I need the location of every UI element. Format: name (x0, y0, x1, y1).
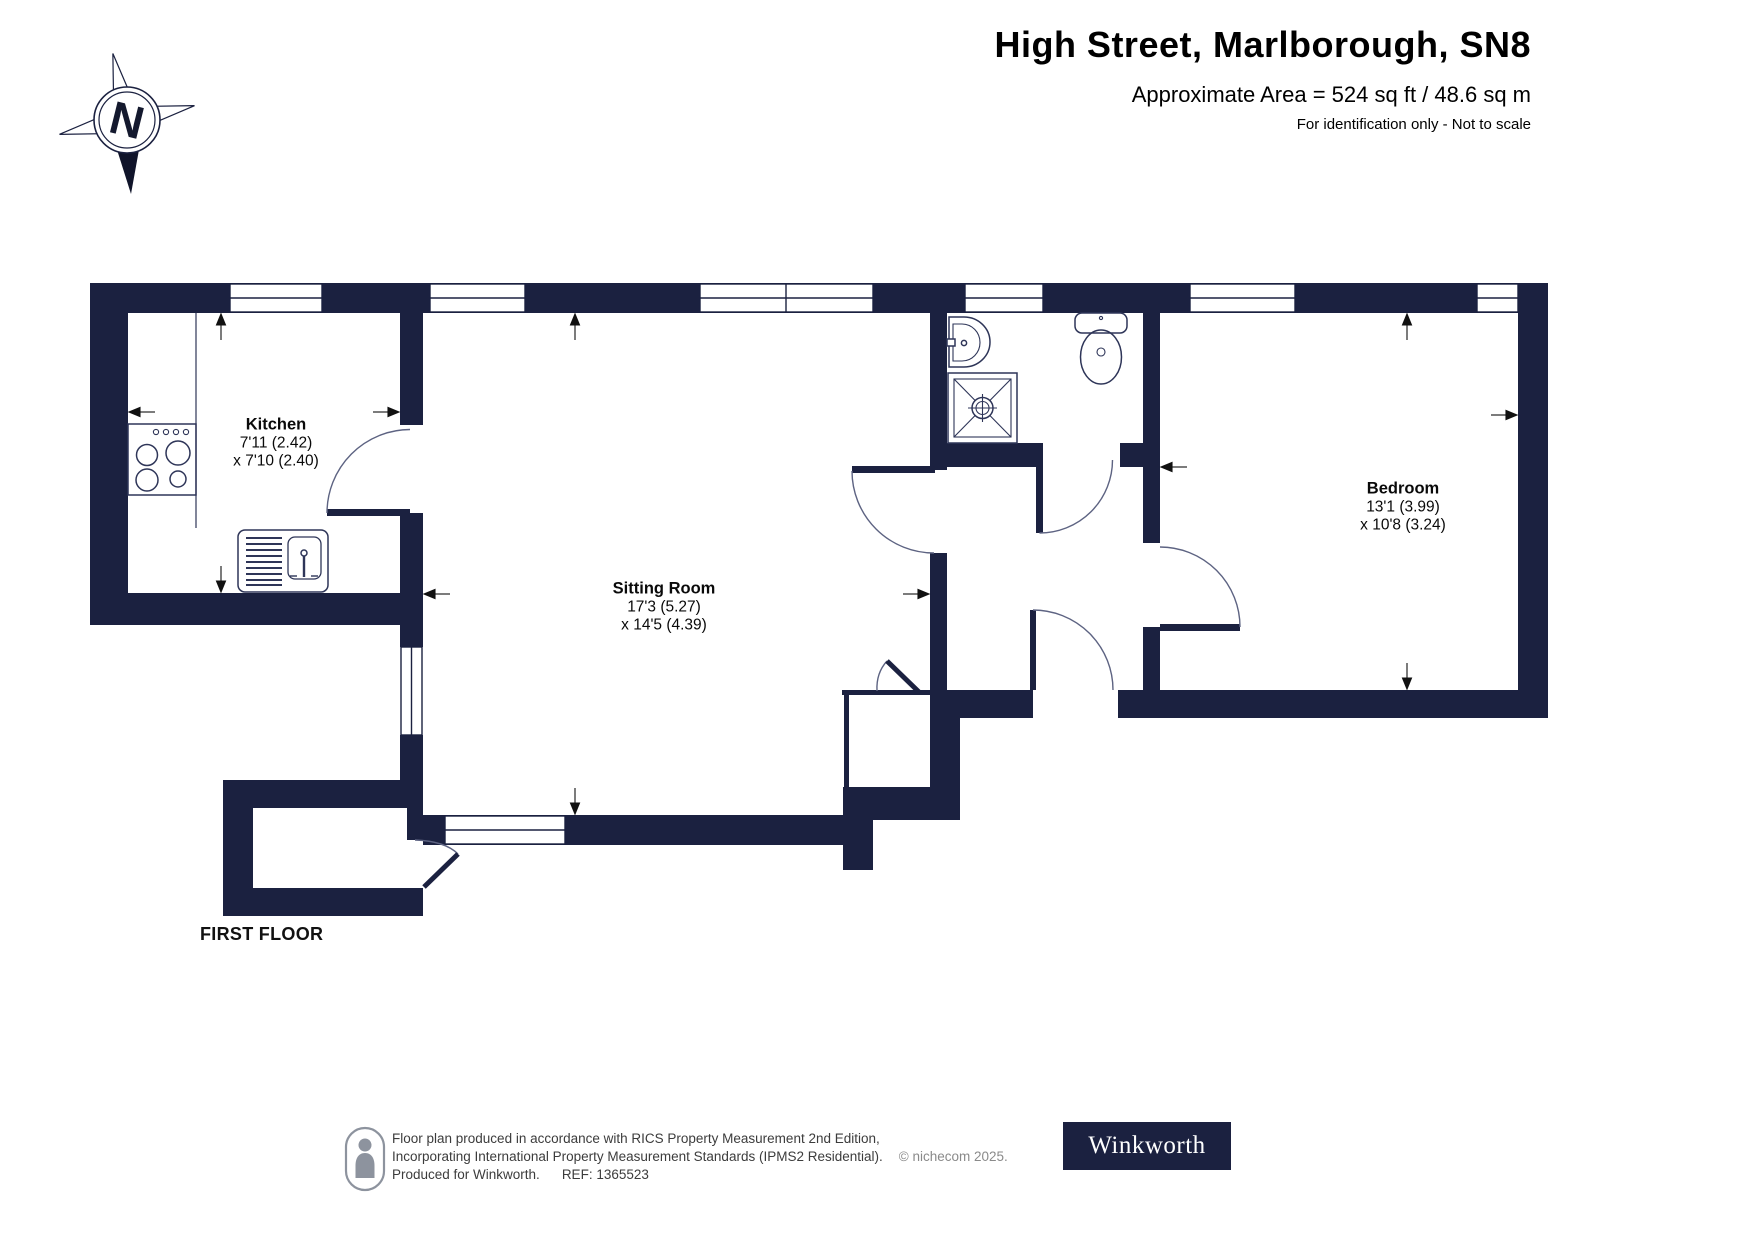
disclaimer-line-2: Incorporating International Property Mea… (392, 1149, 1008, 1164)
window (1189, 283, 1296, 313)
dimension-arrow (215, 566, 227, 594)
door-arcs (326, 428, 1241, 855)
room-label-sitting-room: Sitting Room 17'3 (5.27) x 14'5 (4.39) (612, 579, 716, 634)
dimension-arrow (1491, 409, 1519, 421)
floor-label: FIRST FLOOR (200, 924, 324, 944)
window (1476, 283, 1519, 313)
dimension-arrows (127, 312, 1519, 816)
sink-icon (237, 529, 329, 593)
page-title: High Street, Marlborough, SN8 (994, 24, 1531, 65)
area-text: Approximate Area = 524 sq ft / 48.6 sq m (1131, 82, 1531, 107)
door-arc (1159, 546, 1241, 628)
window (964, 283, 1044, 313)
dimension-arrow (127, 406, 155, 418)
window (429, 283, 526, 313)
dimension-arrow (569, 788, 581, 816)
north-compass-icon: N (59, 53, 195, 194)
dimension-arrow (1401, 663, 1413, 691)
dimension-arrow (1159, 461, 1187, 473)
disclaimer-line-1: Floor plan produced in accordance with R… (392, 1131, 880, 1146)
door-arc (414, 839, 459, 855)
title-block: High Street, Marlborough, SN8 Approximat… (994, 24, 1531, 133)
window (400, 646, 423, 736)
room-label-bedroom: Bedroom 13'1 (3.99) x 10'8 (3.24) (1360, 479, 1446, 534)
dimension-arrow (373, 406, 401, 418)
window (229, 283, 323, 313)
scale-note: For identification only - Not to scale (1296, 116, 1531, 133)
door-arc (1032, 609, 1114, 691)
dimension-arrow (569, 312, 581, 340)
basin-icon (946, 316, 991, 368)
window (444, 815, 566, 845)
door-arc (326, 428, 411, 514)
angled-door-leaves (422, 659, 922, 889)
disclaimer-text: Floor plan produced in accordance with R… (392, 1130, 1008, 1184)
door-arc (876, 660, 888, 692)
disclaimer-line-3: Produced for Winkworth.REF: 1365523 (392, 1167, 649, 1182)
window (699, 283, 874, 313)
person-icon (344, 1126, 386, 1192)
winkworth-logo: Winkworth (1063, 1122, 1231, 1170)
copyright-text: © nichecom 2025. (898, 1149, 1008, 1164)
room-label-kitchen: Kitchen 7'11 (2.42) x 7'10 (2.40) (233, 415, 319, 470)
walls (90, 283, 1548, 916)
dimension-arrow (1401, 312, 1413, 340)
dimension-arrow (422, 588, 450, 600)
stove-icon (127, 423, 197, 496)
reference-number: REF: 1365523 (561, 1167, 649, 1182)
windows (229, 283, 1519, 845)
door-arc (1039, 459, 1114, 534)
dimension-arrow (903, 588, 931, 600)
dimension-arrow (215, 312, 227, 340)
door-arc (851, 470, 935, 554)
shower-icon (947, 372, 1018, 444)
toilet-icon (1074, 312, 1128, 385)
